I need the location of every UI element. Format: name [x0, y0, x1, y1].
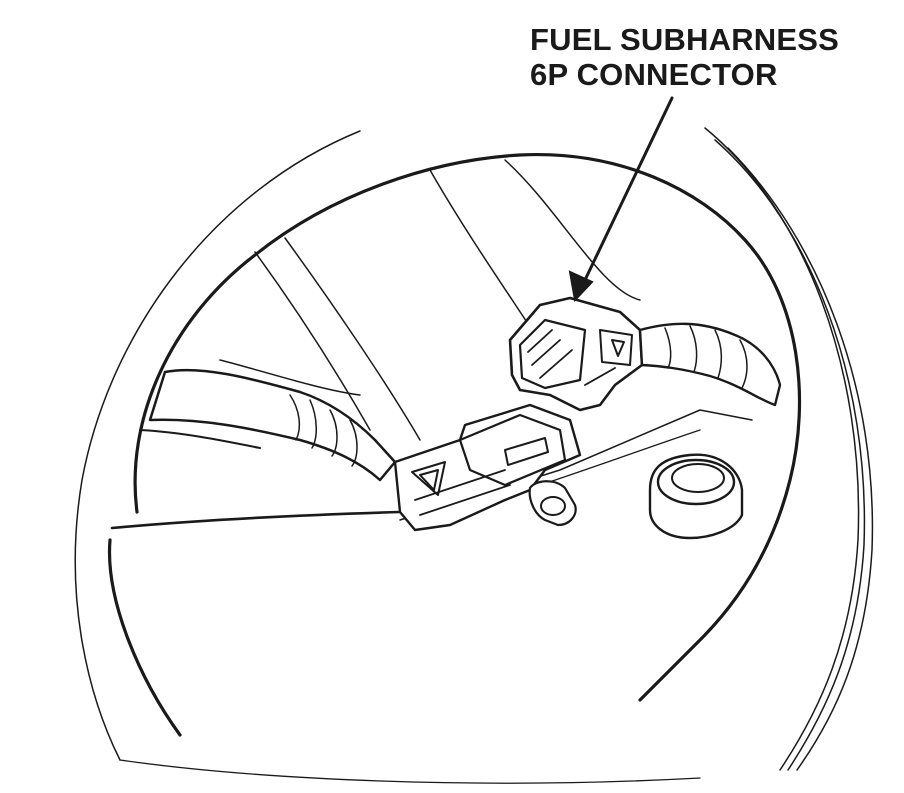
callout-leader-arrow	[568, 96, 674, 303]
callout-label: FUEL SUBHARNESS 6P CONNECTOR	[530, 22, 839, 92]
left-wire-harness	[139, 368, 397, 482]
floor-arc	[119, 759, 701, 784]
callout-line-1: FUEL SUBHARNESS	[530, 22, 840, 57]
fuel-line-fitting	[648, 453, 744, 540]
fuel-subharness-6p-connector	[508, 296, 644, 412]
outer-left-arc	[74, 130, 361, 761]
right-wire-harness	[638, 322, 782, 407]
access-opening-rim	[107, 152, 802, 737]
callout-line-2: 6P CONNECTOR	[530, 57, 778, 92]
outer-right-arcs	[704, 127, 874, 771]
floor-panel-edge	[110, 510, 402, 530]
lower-connector	[393, 403, 582, 532]
